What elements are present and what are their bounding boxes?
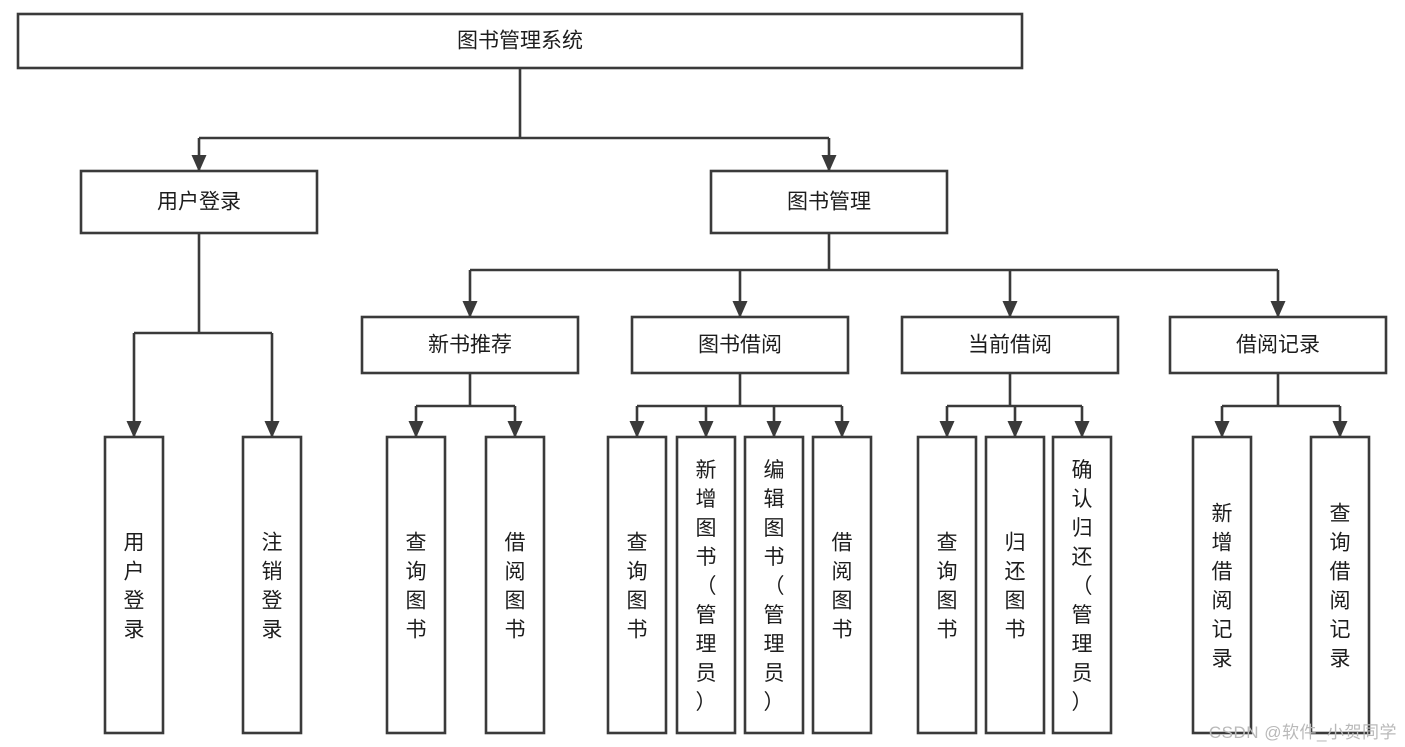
node-leaf-add-book[interactable]: 新增图书（管理员） [675,435,737,735]
node-label-book-borrow: 图书借阅 [698,334,782,357]
node-book-borrow[interactable]: 图书借阅 [630,315,850,375]
node-box-new-book-recommend[interactable] [360,315,580,375]
node-label-user-login: 用户登录 [157,191,241,214]
node-box-root[interactable] [16,12,1024,70]
node-label-new-book-recommend: 新书推荐 [428,334,512,357]
node-leaf-query-book-2[interactable]: 查询图书 [606,435,668,735]
arrow-head-icon [1214,421,1230,438]
node-box-book-borrow[interactable] [630,315,850,375]
node-box-leaf-borrow-book-1[interactable] [484,435,546,735]
arrow-head-icon [507,421,523,438]
node-leaf-query-book-1[interactable]: 查询图书 [385,435,447,735]
node-box-book-management[interactable] [709,169,949,235]
node-label-leaf-confirm-return: 确认归还（管理员） [1072,459,1093,714]
node-label-leaf-query-book-3: 查询图书 [937,532,958,642]
arrow-head-icon [821,155,837,172]
arrow-head-icon [766,421,782,438]
node-label-book-management: 图书管理 [787,191,871,214]
node-box-leaf-query-book-1[interactable] [385,435,447,735]
node-box-user-login[interactable] [79,169,319,235]
arrow-head-icon [732,301,748,318]
node-box-leaf-add-record[interactable] [1191,435,1253,735]
node-box-leaf-query-record[interactable] [1309,435,1371,735]
node-box-leaf-edit-book[interactable] [743,435,805,735]
arrow-head-icon [1332,421,1348,438]
arrow-head-icon [126,421,142,438]
node-label-current-borrow: 当前借阅 [968,334,1052,357]
node-label-leaf-user-login: 用户登录 [124,532,145,642]
node-box-leaf-borrow-book-2[interactable] [811,435,873,735]
node-label-leaf-add-book: 新增图书（管理员） [696,459,717,714]
node-leaf-confirm-return[interactable]: 确认归还（管理员） [1051,435,1113,735]
node-box-leaf-query-book-2[interactable] [606,435,668,735]
node-current-borrow[interactable]: 当前借阅 [900,315,1120,375]
node-leaf-borrow-book-2[interactable]: 借阅图书 [811,435,873,735]
node-user-login[interactable]: 用户登录 [79,169,319,235]
node-label-leaf-edit-book: 编辑图书（管理员） [764,459,785,714]
node-leaf-query-book-3[interactable]: 查询图书 [916,435,978,735]
node-label-leaf-add-record: 新增借阅记录 [1212,503,1233,671]
arrow-head-icon [264,421,280,438]
node-box-leaf-return-book[interactable] [984,435,1046,735]
node-leaf-query-record[interactable]: 查询借阅记录 [1309,435,1371,735]
node-label-leaf-query-book-1: 查询图书 [406,532,427,642]
node-label-leaf-borrow-book-1: 借阅图书 [505,532,526,642]
watermark-label: CSDN @软件_小贺同学 [1208,723,1397,742]
node-leaf-user-login[interactable]: 用户登录 [103,435,165,735]
node-leaf-logout[interactable]: 注销登录 [241,435,303,735]
node-leaf-edit-book[interactable]: 编辑图书（管理员） [743,435,805,735]
node-box-leaf-add-book[interactable] [675,435,737,735]
arrow-head-icon [698,421,714,438]
node-leaf-add-record[interactable]: 新增借阅记录 [1191,435,1253,735]
arrow-head-icon [408,421,424,438]
node-borrow-records[interactable]: 借阅记录 [1168,315,1388,375]
arrow-head-icon [191,155,207,172]
node-new-book-recommend[interactable]: 新书推荐 [360,315,580,375]
node-label-leaf-logout: 注销登录 [262,532,283,642]
node-layer: 图书管理系统用户登录图书管理用户登录注销登录新书推荐图书借阅当前借阅借阅记录查询… [16,12,1388,735]
node-box-leaf-confirm-return[interactable] [1051,435,1113,735]
arrow-head-icon [462,301,478,318]
node-leaf-return-book[interactable]: 归还图书 [984,435,1046,735]
arrow-head-icon [1002,301,1018,318]
node-label-leaf-query-record: 查询借阅记录 [1330,503,1351,671]
node-label-root: 图书管理系统 [457,30,583,53]
connector-layer [126,68,1348,438]
arrow-head-icon [1007,421,1023,438]
node-box-current-borrow[interactable] [900,315,1120,375]
node-book-management[interactable]: 图书管理 [709,169,949,235]
node-label-borrow-records: 借阅记录 [1236,334,1320,357]
node-box-leaf-user-login[interactable] [103,435,165,735]
node-leaf-borrow-book-1[interactable]: 借阅图书 [484,435,546,735]
node-root[interactable]: 图书管理系统 [16,12,1024,70]
node-box-borrow-records[interactable] [1168,315,1388,375]
arrow-head-icon [1270,301,1286,318]
node-label-leaf-query-book-2: 查询图书 [627,532,648,642]
node-label-leaf-return-book: 归还图书 [1005,532,1026,642]
node-box-leaf-logout[interactable] [241,435,303,735]
arrow-head-icon [629,421,645,438]
arrow-head-icon [939,421,955,438]
arrow-head-icon [1074,421,1090,438]
arrow-head-icon [834,421,850,438]
node-label-leaf-borrow-book-2: 借阅图书 [832,532,853,642]
node-box-leaf-query-book-3[interactable] [916,435,978,735]
